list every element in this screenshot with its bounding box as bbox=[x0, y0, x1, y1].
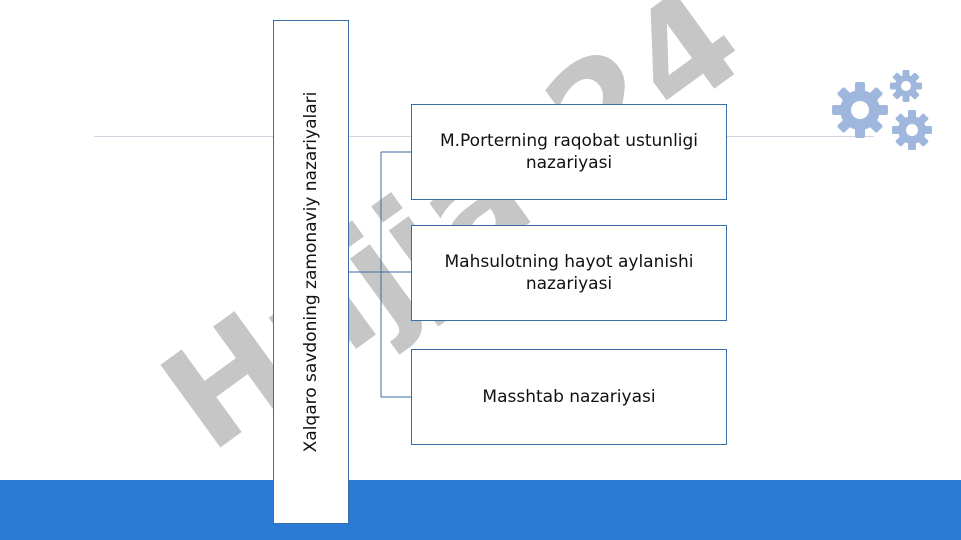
root-node-label: Xalqaro savdoning zamonaviy nazariyalari bbox=[301, 91, 321, 453]
child-node-scale: Masshtab nazariyasi bbox=[411, 349, 727, 445]
bottom-band bbox=[0, 480, 961, 540]
child-node-label: Mahsulotning hayot aylanishi nazariyasi bbox=[444, 251, 694, 294]
child-node-label: M.Porterning raqobat ustunligi nazariyas… bbox=[439, 130, 699, 173]
child-node-label: Masshtab nazariyasi bbox=[482, 386, 656, 407]
gears-icon bbox=[832, 70, 932, 150]
child-node-product-life-cycle: Mahsulotning hayot aylanishi nazariyasi bbox=[411, 225, 727, 321]
child-node-porter: M.Porterning raqobat ustunligi nazariyas… bbox=[411, 104, 727, 200]
root-node: Xalqaro savdoning zamonaviy nazariyalari bbox=[273, 20, 349, 524]
